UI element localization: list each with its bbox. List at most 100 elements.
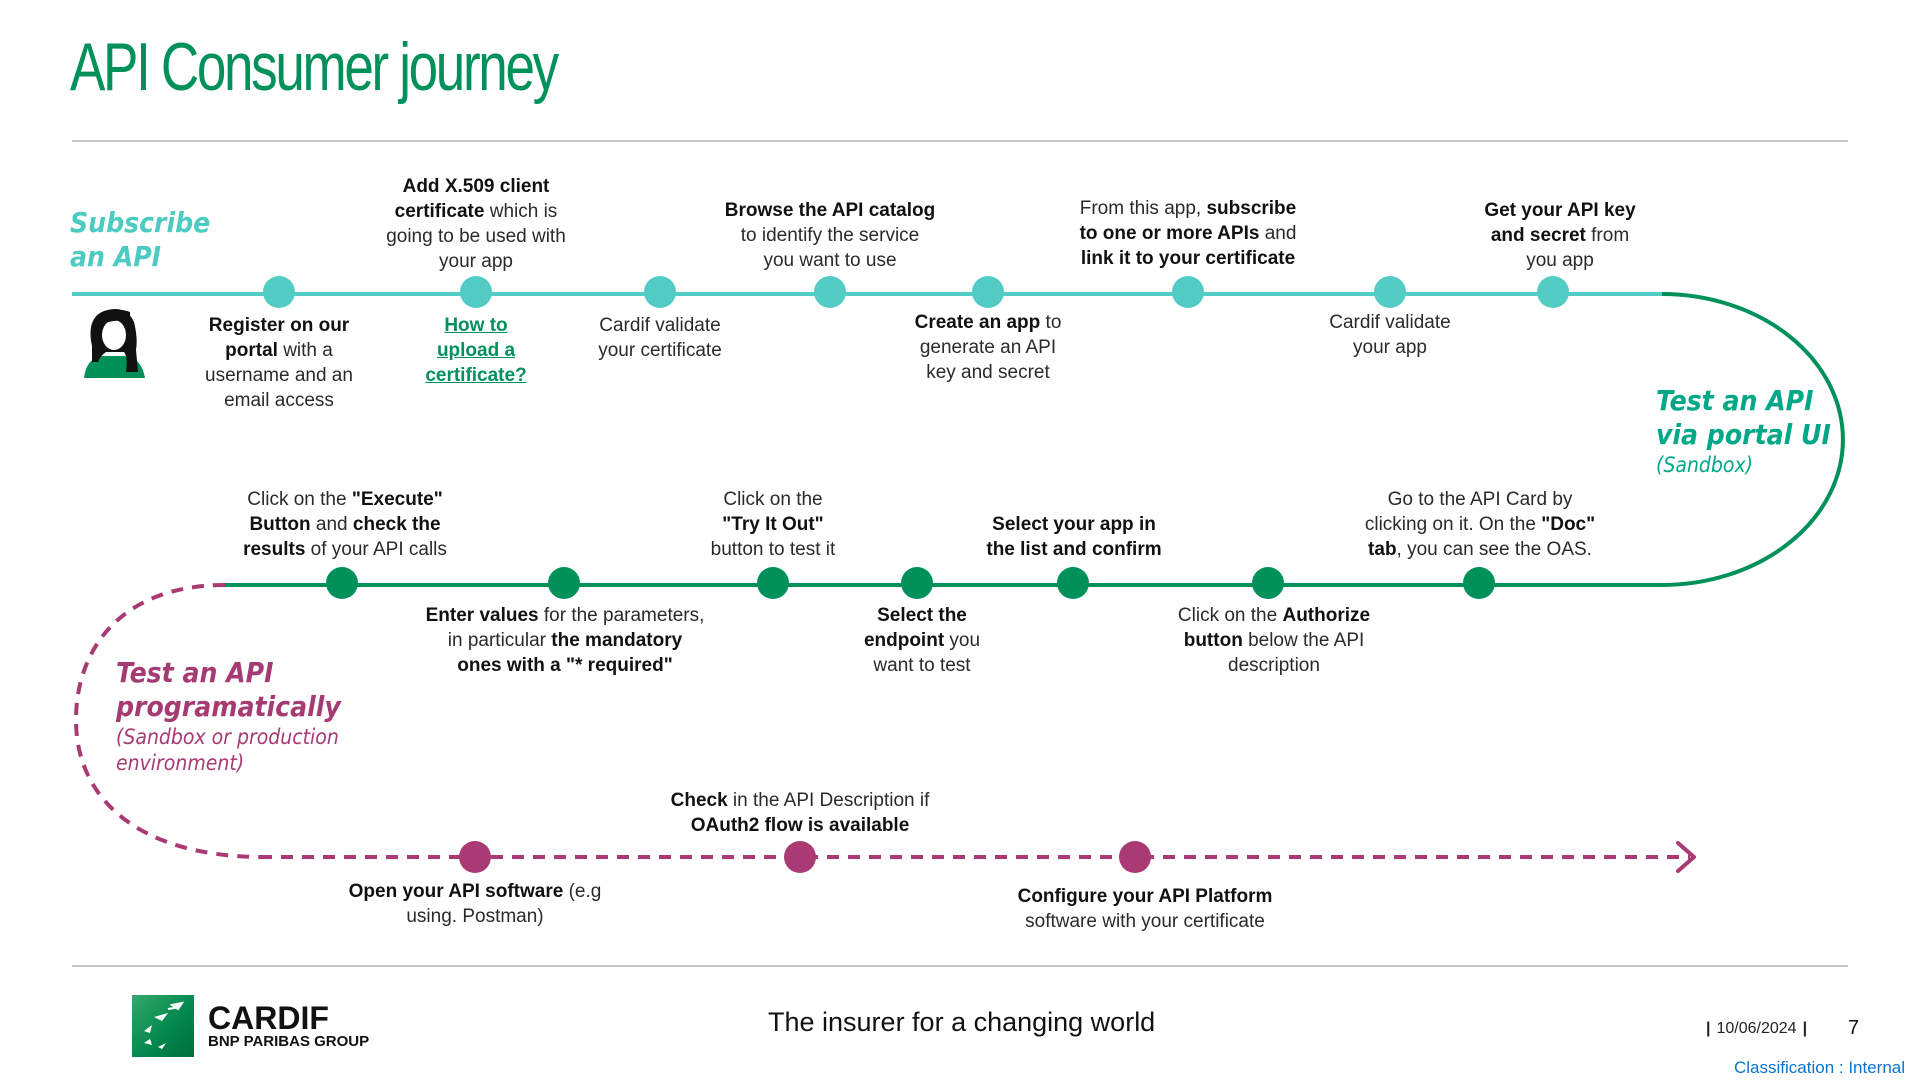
step-text: Add X.509 client	[402, 176, 550, 197]
step-text: "Execute"	[351, 489, 443, 510]
step-text: , you can see the OAS.	[1396, 539, 1592, 560]
user-avatar-icon	[84, 309, 145, 378]
programmatic-arc	[73, 583, 261, 859]
phase-programmatic-sub2: environment)	[116, 751, 245, 775]
step-text: the mandatory	[551, 630, 683, 651]
step-text: and	[1259, 223, 1297, 244]
header-divider	[72, 140, 1848, 142]
step-text: and	[310, 514, 353, 535]
step-text: Configure your API Platform	[1017, 886, 1273, 907]
phase-subscribe-line2: an API	[70, 240, 162, 273]
node-validate-cert	[644, 276, 676, 308]
step-text: your app	[1353, 337, 1427, 358]
step-text: you app	[1526, 250, 1594, 271]
link-text[interactable]: How to	[444, 315, 508, 336]
how-to-upload-certificate-link[interactable]: How to upload a certificate?	[406, 313, 546, 388]
step-text: to identify the service	[740, 225, 920, 246]
phase-programmatic-line2: programatically	[116, 690, 341, 723]
phase-programmatic-label: Test an API programatically (Sandbox or …	[116, 656, 341, 776]
step-text: the list and confirm	[986, 539, 1162, 560]
step-text: you	[944, 630, 981, 651]
arrow-right-icon	[1676, 841, 1696, 873]
step-register: Register on our portal with a username a…	[179, 313, 379, 413]
phase-portal-sub: (Sandbox)	[1656, 453, 1754, 477]
step-execute: Click on the "Execute" Button and check …	[220, 487, 470, 562]
step-text: username and an	[205, 365, 353, 386]
node-validate-app	[1374, 276, 1406, 308]
step-text: ones with a "* required"	[457, 655, 673, 676]
step-text: From this app,	[1079, 198, 1207, 219]
step-text: clicking on it. On the	[1364, 514, 1542, 535]
step-text: description	[1228, 655, 1320, 676]
node-certificate	[460, 276, 492, 308]
step-text: Open your API software	[348, 881, 564, 902]
step-text: button to test it	[710, 539, 836, 560]
step-text: Cardif validate	[1329, 312, 1451, 333]
portal-arc	[1661, 292, 1845, 587]
node-authorize	[1252, 567, 1284, 599]
step-api-card: Go to the API Card by clicking on it. On…	[1350, 487, 1610, 562]
page-title: API Consumer journey	[70, 29, 559, 105]
step-text: for the parameters,	[538, 605, 705, 626]
step-text: key and secret	[926, 362, 1050, 383]
phase-programmatic-line1: Test an API	[116, 656, 274, 689]
phase-portal-label: Test an API via portal UI (Sandbox)	[1656, 384, 1831, 478]
node-browse	[814, 276, 846, 308]
step-browse-catalog: Browse the API catalog to identify the s…	[710, 198, 950, 273]
node-select-endpoint	[901, 567, 933, 599]
step-text: in particular	[447, 630, 552, 651]
step-text: (e.g	[563, 881, 602, 902]
node-api-card	[1463, 567, 1495, 599]
node-subscribe	[1172, 276, 1204, 308]
phase-portal-line1: Test an API	[1656, 384, 1814, 417]
step-text: endpoint	[863, 630, 945, 651]
step-subscribe-apis: From this app, subscribe to one or more …	[1058, 196, 1318, 271]
step-text: and secret	[1490, 225, 1586, 246]
step-text: software with your certificate	[1025, 911, 1265, 932]
step-text: to	[1040, 312, 1062, 333]
bnp-stars-logo-icon	[132, 995, 194, 1057]
step-get-api-key: Get your API key and secret from you app	[1460, 198, 1660, 273]
step-text: Enter values	[425, 605, 539, 626]
step-text: with a	[277, 340, 333, 361]
step-create-app: Create an app to generate an API key and…	[888, 310, 1088, 385]
date-text: 10/06/2024	[1716, 1020, 1797, 1037]
phase-programmatic-sub1: (Sandbox or production	[116, 725, 339, 749]
step-check-oauth: Check in the API Description if OAuth2 f…	[650, 788, 950, 838]
step-text: from	[1585, 225, 1630, 246]
node-create-app	[972, 276, 1004, 308]
step-text: "Doc"	[1541, 514, 1596, 535]
node-execute	[326, 567, 358, 599]
phase-subscribe-label: Subscribe an API	[70, 206, 210, 274]
cardif-logo: CARDIF BNP PARIBAS GROUP	[132, 995, 369, 1057]
node-enter-values	[548, 567, 580, 599]
step-text: Click on the	[247, 489, 352, 510]
node-select-app	[1057, 567, 1089, 599]
step-text: you want to use	[763, 250, 897, 271]
tagline: The insurer for a changing world	[768, 1007, 1156, 1037]
step-text: Button	[249, 514, 311, 535]
step-text: Select your app in	[992, 514, 1156, 535]
step-text: using. Postman)	[406, 906, 544, 927]
step-validate-app: Cardif validate your app	[1300, 310, 1480, 360]
step-text: Click on the	[1177, 605, 1283, 626]
classification-label: Classification : Internal	[1734, 1058, 1906, 1077]
step-text: your app	[439, 251, 513, 272]
step-text: Get your API key	[1484, 200, 1636, 221]
step-text: Click on the	[723, 489, 823, 510]
step-text: to one or more APIs	[1079, 223, 1260, 244]
link-text[interactable]: upload a	[436, 340, 516, 361]
step-enter-values: Enter values for the parameters, in part…	[410, 603, 720, 678]
node-configure	[1119, 841, 1151, 873]
step-text: OAuth2 flow is available	[690, 815, 910, 836]
step-text: "Try It Out"	[722, 514, 824, 535]
step-text: which is	[484, 201, 558, 222]
step-text: tab	[1368, 539, 1397, 560]
step-text: email access	[224, 390, 334, 411]
step-text: Select the	[877, 605, 967, 626]
node-register	[263, 276, 295, 308]
link-text[interactable]: certificate?	[425, 365, 527, 386]
step-text: Create an app	[914, 312, 1041, 333]
brand-name: CARDIF	[208, 1000, 329, 1036]
step-text: results	[243, 539, 306, 560]
